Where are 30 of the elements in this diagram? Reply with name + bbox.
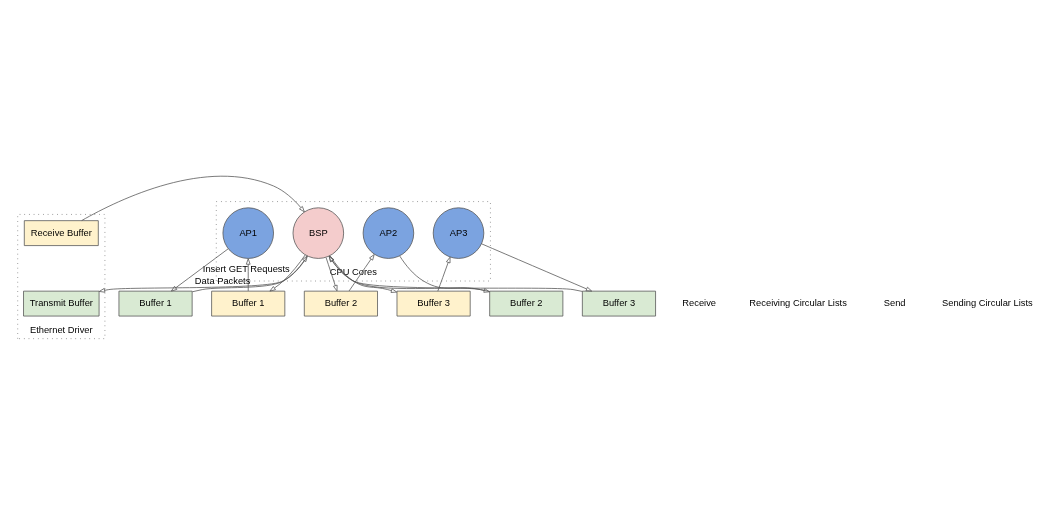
label: Send [883, 297, 906, 308]
arrow [81, 175, 305, 221]
node-circle: AP1 [222, 206, 274, 259]
node-box: Buffer 2 [303, 290, 378, 316]
edge-label: Insert GET Requests [202, 263, 290, 274]
arrow [98, 255, 308, 293]
arrow [329, 254, 398, 293]
arrow [437, 256, 451, 291]
arrow [170, 247, 229, 291]
node-box: Buffer 1 [118, 290, 193, 316]
arrow [481, 242, 593, 291]
arrow [348, 253, 375, 291]
arrow [192, 255, 308, 292]
arrow [328, 255, 490, 292]
node-box: Receive Buffer [23, 219, 99, 246]
label: Receive [682, 297, 717, 308]
arrow [399, 255, 490, 293]
edge-label: Data Packets [194, 275, 251, 286]
label: Sending Circular Lists [941, 297, 1033, 308]
arrow [269, 254, 306, 291]
arrow [328, 255, 583, 292]
node-box: Buffer 1 [211, 290, 286, 316]
arrow [245, 257, 251, 291]
node-circle: AP3 [432, 206, 485, 259]
node-box: Buffer 3 [581, 290, 656, 316]
arrow [325, 256, 338, 291]
node-box: Buffer 3 [396, 290, 471, 316]
node-box: Transmit Buffer [23, 290, 100, 316]
node-box: Buffer 2 [489, 290, 564, 316]
label: Receiving Circular Lists [749, 297, 847, 308]
